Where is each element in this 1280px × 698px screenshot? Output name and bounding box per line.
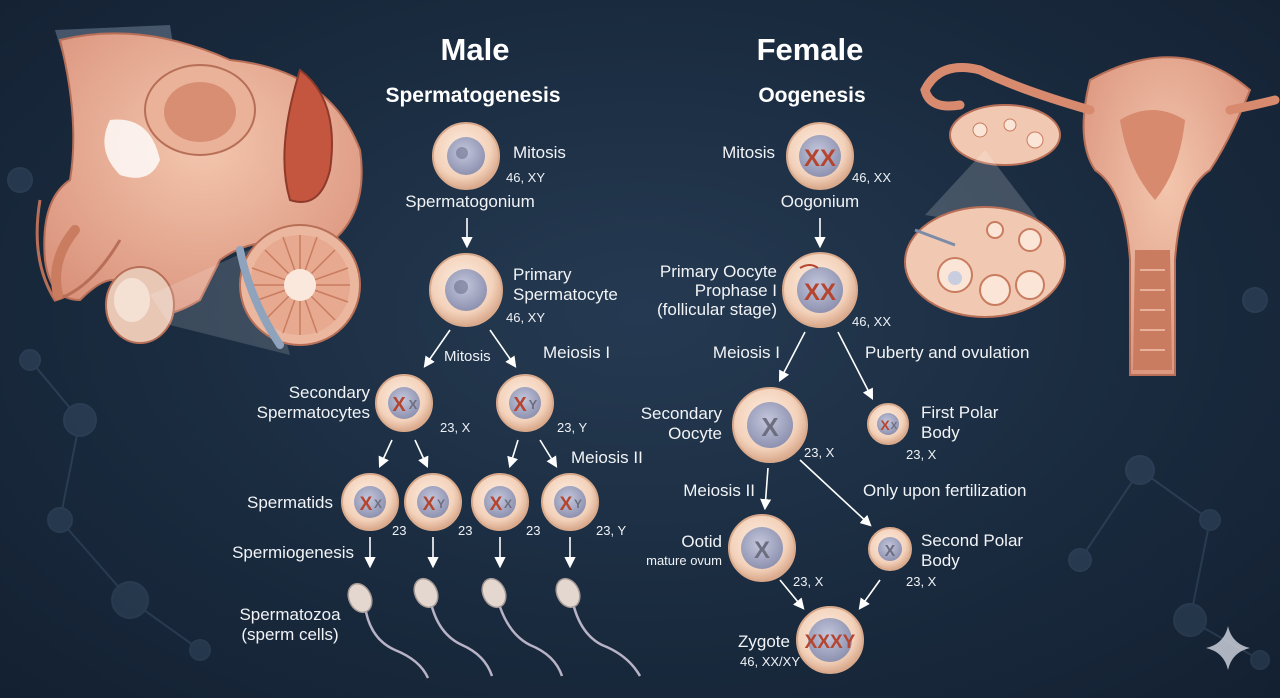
- sparkle-icon: [1206, 626, 1250, 670]
- primary-spermatocyte-label-2: Spermatocyte: [513, 285, 618, 304]
- svg-text:X: X: [374, 497, 382, 511]
- svg-text:X: X: [761, 412, 779, 442]
- svg-text:X: X: [891, 421, 898, 432]
- secondary-oocyte-label-1: Secondary: [641, 404, 723, 423]
- molecule-background: [7, 167, 1270, 670]
- svg-text:X: X: [560, 494, 573, 515]
- svg-text:X: X: [490, 494, 503, 515]
- primary-oocyte-label-3: (follicular stage): [657, 300, 777, 319]
- svg-text:X: X: [880, 417, 890, 433]
- svg-text:XX: XX: [804, 279, 836, 306]
- secondary-oocyte-label-2: Oocyte: [668, 424, 722, 443]
- female-anatomy-illustration: [904, 56, 1280, 376]
- primary-spermatocyte-label-1: Primary: [513, 265, 572, 284]
- secondary-spermatocytes-label-2: Spermatocytes: [257, 403, 370, 422]
- spermatids-label: Spermatids: [247, 493, 333, 512]
- primary-oocyte-label-2: Prophase I: [695, 281, 777, 300]
- male-title: Male: [441, 32, 510, 67]
- spermiogenesis-label: Spermiogenesis: [232, 543, 354, 562]
- spermatid-cell-3: X X: [471, 473, 529, 531]
- svg-text:XX: XX: [804, 145, 836, 172]
- spermatid-karyotype-1: 23: [392, 523, 406, 538]
- svg-text:X: X: [754, 537, 770, 564]
- male-meiosis-1-label: Meiosis I: [543, 343, 610, 362]
- spermatid-cell-1: X X: [341, 473, 399, 531]
- spermatogenesis-title: Spermatogenesis: [385, 84, 560, 107]
- svg-text:XXXY: XXXY: [805, 632, 856, 653]
- first-polar-body-cell: X X: [867, 403, 909, 445]
- secondary-spermatocyte-x-cell: X X: [375, 374, 433, 432]
- primary-spermatocyte-cell: [429, 253, 503, 327]
- spermatogonium-label: Spermatogonium: [405, 192, 534, 211]
- secondary-oocyte-karyotype: 23, X: [804, 445, 835, 460]
- fertilization-label: Only upon fertilization: [863, 481, 1026, 500]
- primary-oocyte-label-1: Primary Oocyte: [660, 262, 777, 281]
- female-title: Female: [757, 32, 864, 67]
- male-meiosis-2-label: Meiosis II: [571, 448, 643, 467]
- second-polar-body-label-2: Body: [921, 551, 960, 570]
- mature-ovum-label: mature ovum: [646, 553, 722, 568]
- zygote-label: Zygote: [738, 632, 790, 651]
- second-polar-body-label-1: Second Polar: [921, 531, 1023, 550]
- spermatid-cell-2: X Y: [404, 473, 462, 531]
- ootid-label: Ootid: [681, 532, 722, 551]
- spermatozoa-illustration: [347, 577, 642, 679]
- male-mitosis-label: Mitosis: [513, 143, 566, 162]
- primary-spermatocyte-karyotype: 46, XY: [506, 310, 545, 325]
- female-mitosis-label: Mitosis: [722, 143, 775, 162]
- primary-oocyte-karyotype: 46, XX: [852, 314, 891, 329]
- female-meiosis-1-label: Meiosis I: [713, 343, 780, 362]
- secondary-y-karyotype: 23, Y: [557, 420, 587, 435]
- spermatid-cell-4: X Y: [541, 473, 599, 531]
- secondary-x-karyotype: 23, X: [440, 420, 471, 435]
- spermatogonium-cell: [432, 122, 500, 190]
- secondary-spermatocyte-y-cell: X Y: [496, 374, 554, 432]
- svg-text:X: X: [360, 494, 373, 515]
- svg-text:X: X: [423, 494, 436, 515]
- svg-text:X: X: [513, 394, 527, 416]
- first-polar-body-label-2: Body: [921, 423, 960, 442]
- second-polar-body-cell: X: [868, 527, 912, 571]
- puberty-ovulation-label: Puberty and ovulation: [865, 343, 1029, 362]
- svg-text:X: X: [409, 397, 418, 412]
- oogonium-cell: XX: [786, 122, 854, 190]
- svg-text:Y: Y: [437, 497, 445, 511]
- spermatid-karyotype-3: 23: [526, 523, 540, 538]
- male-anatomy-illustration: [35, 25, 363, 355]
- secondary-spermatocytes-label-1: Secondary: [289, 383, 371, 402]
- female-meiosis-2-label: Meiosis II: [683, 481, 755, 500]
- oogonium-label: Oogonium: [781, 192, 859, 211]
- first-polar-body-label-1: First Polar: [921, 403, 999, 422]
- svg-text:X: X: [392, 394, 406, 416]
- ootid-cell: X: [728, 514, 796, 582]
- svg-text:Y: Y: [574, 497, 582, 511]
- second-polar-body-karyotype: 23, X: [906, 574, 937, 589]
- zygote-cell: XXXY: [796, 606, 864, 674]
- first-polar-body-karyotype: 23, X: [906, 447, 937, 462]
- flow-arrows: [364, 218, 881, 610]
- svg-text:X: X: [885, 543, 896, 560]
- spermatid-karyotype-2: 23: [458, 523, 472, 538]
- oogonium-karyotype: 46, XX: [852, 170, 891, 185]
- secondary-oocyte-cell: X: [732, 387, 808, 463]
- spermatid-karyotype-4: 23, Y: [596, 523, 626, 538]
- ootid-karyotype: 23, X: [793, 574, 824, 589]
- zygote-karyotype: 46, XX/XY: [740, 654, 800, 669]
- spermatozoa-label-2: (sperm cells): [241, 625, 338, 644]
- spermatogonium-karyotype: 46, XY: [506, 170, 545, 185]
- primary-oocyte-cell: XX: [782, 252, 858, 328]
- svg-text:X: X: [504, 497, 512, 511]
- oogenesis-title: Oogenesis: [758, 84, 865, 107]
- spermatozoa-label-1: Spermatozoa: [239, 605, 341, 624]
- male-mitosis-label-2: Mitosis: [444, 348, 491, 365]
- svg-text:Y: Y: [529, 397, 538, 412]
